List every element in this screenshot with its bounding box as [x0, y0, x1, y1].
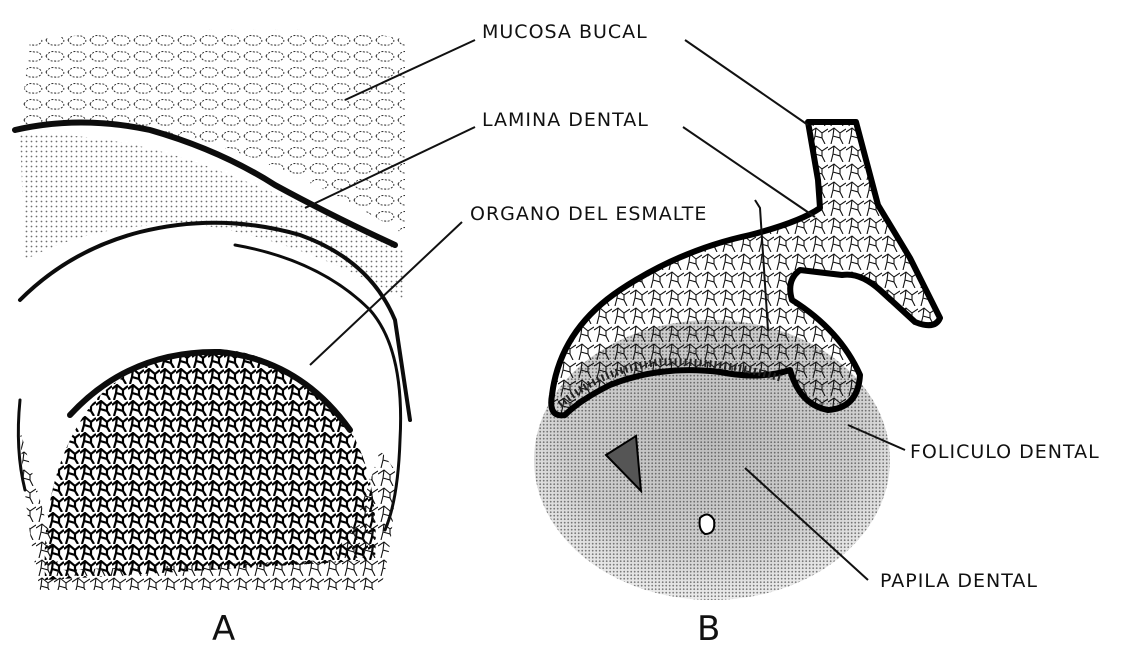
panel-b-illustration [534, 122, 940, 600]
label-foliculo-dental: FOLICULO DENTAL [910, 441, 1100, 463]
label-organo-del-esmalte: ORGANO DEL ESMALTE [470, 203, 707, 225]
panel-label-a: A [212, 609, 235, 649]
panel-a-enamel-organ [45, 350, 376, 580]
panel-a-illustration [15, 30, 410, 590]
label-lamina-dental: LAMINA DENTAL [482, 109, 649, 131]
label-mucosa-bucal: MUCOSA BUCAL [482, 21, 648, 43]
leader-mucosa-b [685, 40, 808, 125]
label-papila-dental: PAPILA DENTAL [880, 570, 1038, 592]
panel-label-b: B [697, 609, 720, 649]
papila-vessel-small [700, 514, 715, 534]
